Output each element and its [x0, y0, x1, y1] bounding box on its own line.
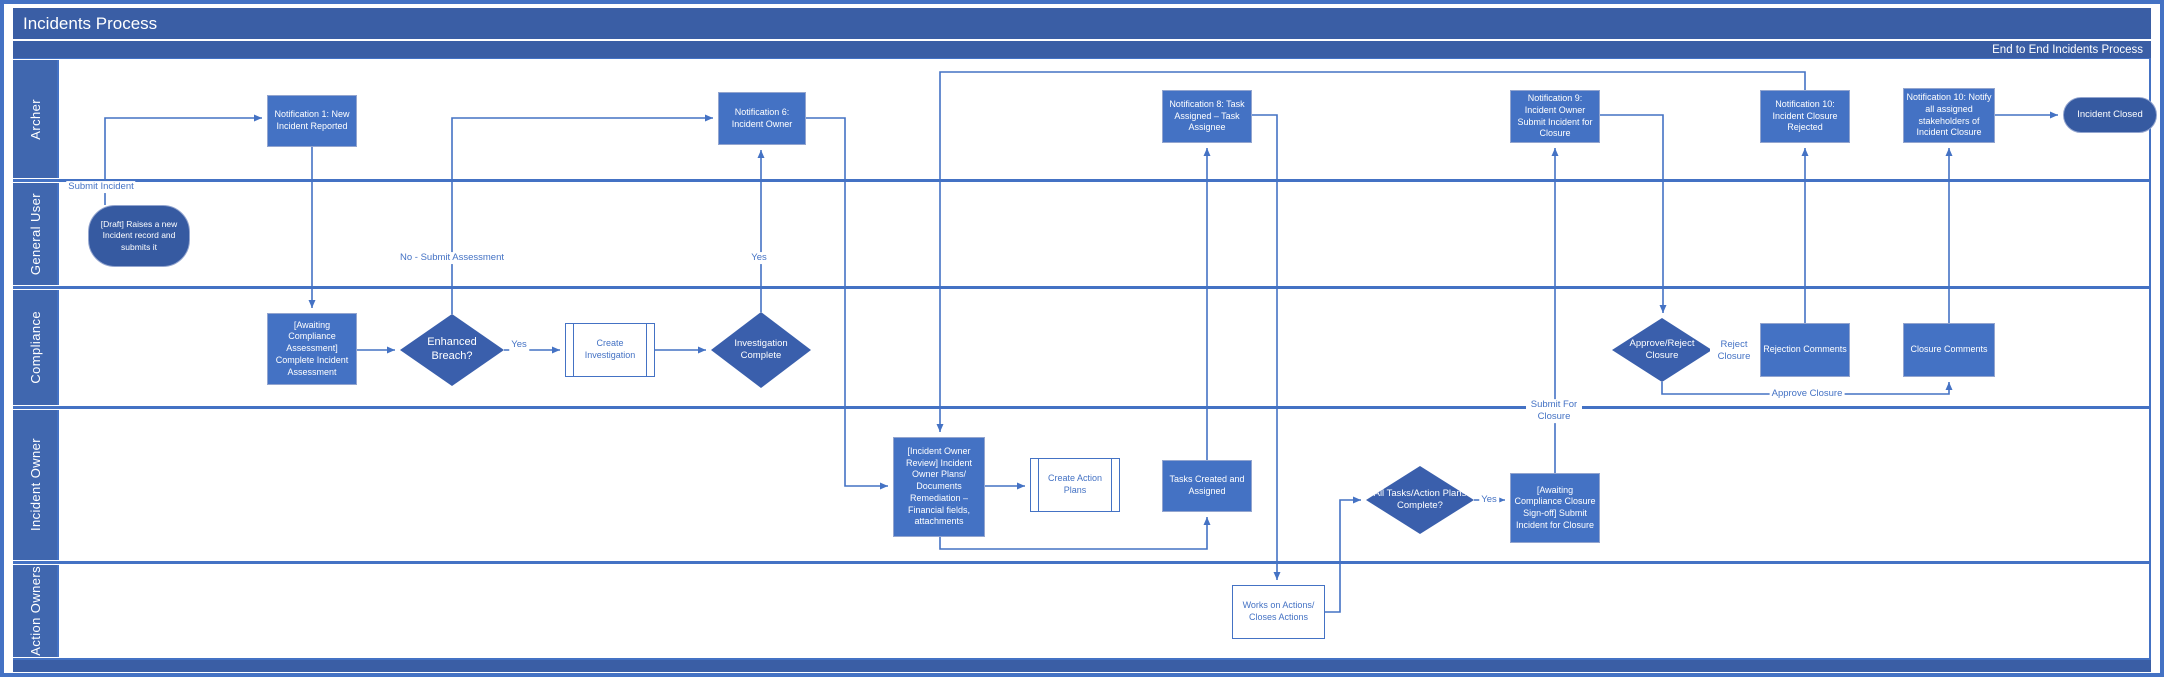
connector-works-on-actions-to-all-tasks-complete: [1325, 496, 1361, 613]
edge-label-yes-investigation-complete: Yes: [749, 252, 769, 264]
lane-incident-owner: Incident Owner: [13, 408, 2151, 563]
diagram-subtitle-bar: End to End Incidents Process: [13, 41, 2151, 58]
edge-label-reject-closure: Reject Closure: [1710, 339, 1758, 363]
lane-archer: Archer: [13, 58, 2151, 181]
node-create-investigation-label: Create Investigation: [584, 338, 636, 360]
lane-tab-general-user: General User: [13, 183, 59, 285]
node-closure-comments: Closure Comments: [1903, 323, 1995, 377]
subprocess-band-icon: [646, 324, 647, 376]
connector-incident-owner-review-to-tasks-created: [939, 517, 1211, 550]
connector-enhanced-breach-no-to-notification6: [451, 114, 713, 314]
bottom-bar: [13, 660, 2151, 672]
edge-label-submit-incident: Submit Incident: [66, 181, 136, 193]
lane-action-owners: Action Owners: [13, 563, 2151, 660]
node-create-action-plans: Create Action Plans: [1030, 458, 1120, 512]
node-notification-9: Notification 9: Incident Owner Submit In…: [1510, 90, 1600, 143]
node-rejection-comments: Rejection Comments: [1760, 323, 1850, 377]
page-title: Incidents Process: [23, 13, 158, 33]
node-create-investigation: Create Investigation: [565, 323, 655, 377]
connector-draft-to-notification1: [104, 114, 262, 205]
node-works-on-actions: Works on Actions/ Closes Actions: [1232, 585, 1325, 639]
node-incident-owner-review: [Incident Owner Review] Incident Owner P…: [893, 437, 985, 537]
node-create-action-plans-label: Create Action Plans: [1047, 473, 1103, 495]
edge-label-yes-all-tasks: Yes: [1479, 494, 1499, 506]
subprocess-band-icon: [573, 324, 574, 376]
connector-closure-rejected-to-incident-owner-review: [936, 71, 1806, 432]
edge-label-submit-for-closure: Submit For Closure: [1526, 399, 1582, 423]
lane-tab-compliance: Compliance: [13, 290, 59, 405]
node-notification-10-stakeholders: Notification 10: Notify all assigned sta…: [1903, 88, 1995, 143]
subprocess-band-icon: [1038, 459, 1039, 511]
lane-tab-archer: Archer: [13, 60, 59, 178]
edge-label-no-submit-assessment: No - Submit Assessment: [397, 252, 507, 264]
edge-label-yes-enhanced-breach: Yes: [509, 339, 529, 351]
subprocess-band-icon: [1111, 459, 1112, 511]
lane-compliance: Compliance: [13, 288, 2151, 408]
subtitle-right: End to End Incidents Process: [1992, 43, 2143, 56]
diagram-title-bar: Incidents Process: [13, 8, 2151, 39]
node-notification-10-rejected: Notification 10: Incident Closure Reject…: [1760, 90, 1850, 143]
connector-notification8-to-works-on-actions: [1252, 114, 1281, 580]
lane-tab-incident-owner: Incident Owner: [13, 410, 59, 560]
connector-notification9-to-approve-reject: [1600, 114, 1667, 313]
node-incident-closed: Incident Closed: [2063, 97, 2157, 133]
node-awaiting-compliance-assessment: [Awaiting Compliance Assessment] Complet…: [267, 313, 357, 385]
node-tasks-created-assigned: Tasks Created and Assigned: [1162, 460, 1252, 512]
node-notification-8: Notification 8: Task Assigned – Task Ass…: [1162, 90, 1252, 143]
node-draft-raises-incident: [Draft] Raises a new Incident record and…: [88, 205, 190, 267]
edge-label-approve-closure: Approve Closure: [1769, 388, 1845, 400]
connector-notification6-to-incident-owner-review: [806, 117, 888, 490]
lane-tab-action-owners: Action Owners: [13, 565, 59, 657]
lane-general-user: General User: [13, 181, 2151, 288]
node-notification-6: Notification 6: Incident Owner: [718, 92, 806, 145]
node-awaiting-closure-signoff: [Awaiting Compliance Closure Sign-off] S…: [1510, 473, 1600, 543]
node-notification-1: Notification 1: New Incident Reported: [267, 95, 357, 147]
